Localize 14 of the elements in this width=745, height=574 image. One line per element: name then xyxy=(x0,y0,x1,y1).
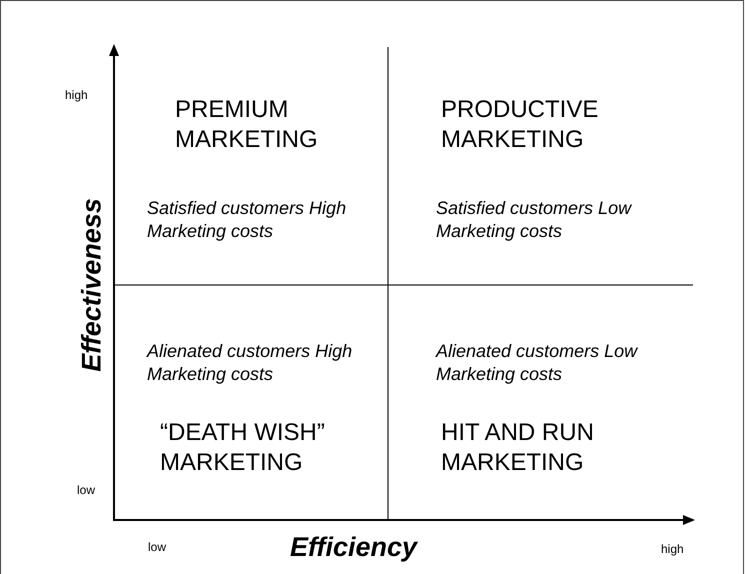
quadrant-title: PREMIUM MARKETING xyxy=(175,95,319,155)
axis-title: Effectiveness xyxy=(76,198,108,372)
quadrant-title: PRODUCTIVE MARKETING xyxy=(441,95,600,155)
quadrant-description: Alienated customers High Marketing costs xyxy=(147,340,354,386)
axis-title: Efficiency xyxy=(290,532,418,563)
quadrant-description: Satisfied customers Low Marketing costs xyxy=(436,197,633,243)
axis-tick-label: high xyxy=(65,88,88,102)
axis-tick-label: low xyxy=(148,540,166,554)
quadrant-title: “DEATH WISH” MARKETING xyxy=(160,418,326,478)
quadrant-description: Satisfied customers High Marketing costs xyxy=(147,197,348,243)
axis-tick-label: low xyxy=(77,483,96,497)
axis-tick-label: high xyxy=(661,542,684,556)
quadrant-title: HIT AND RUN MARKETING xyxy=(441,418,595,478)
quadrant-description: Alienated customers Low Marketing costs xyxy=(436,340,639,386)
